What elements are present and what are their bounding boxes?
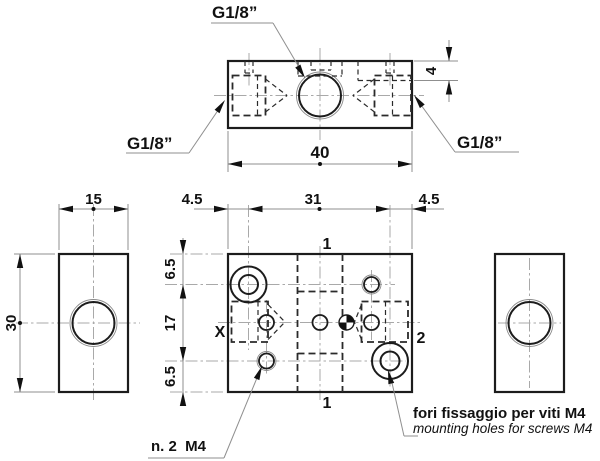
port-label-1-top: 1 xyxy=(323,236,332,253)
dimension-chain-top: 4.5 31 4.5 xyxy=(182,191,444,249)
port-top-g18 xyxy=(298,73,342,118)
note-fixing-english: mounting holes for screws M4 xyxy=(413,421,592,436)
leader-g18-right: G1/8” xyxy=(414,95,519,153)
dim-hole-spacing-label: 31 xyxy=(305,191,322,208)
leader-arrow xyxy=(388,370,395,385)
port-thread-circle xyxy=(69,299,118,347)
block-outline-top-view xyxy=(226,59,414,130)
arrowhead xyxy=(114,205,128,213)
port-label-left: G1/8” xyxy=(127,134,172,153)
port-thread-circle xyxy=(296,71,344,120)
arrowhead xyxy=(16,254,24,268)
dimension-15: 15 xyxy=(58,191,129,250)
threaded-hole-top-right xyxy=(361,274,382,295)
arrowhead xyxy=(179,392,187,406)
main-view: 4.5 31 4.5 6.5 17 6.5 X 2 1 1 n. 2 M4 xyxy=(148,191,592,459)
arrowhead xyxy=(376,205,390,213)
port-label-2: 2 xyxy=(417,330,426,347)
arrowhead xyxy=(228,160,242,168)
dim-right-offset-label: 4.5 xyxy=(419,191,440,208)
arrowhead xyxy=(214,205,228,213)
dim-row-bottom-label: 6.5 xyxy=(162,366,179,387)
side-view-left: 15 30 xyxy=(3,191,140,400)
mounting-hole-top-left xyxy=(229,265,268,304)
note-fixing-italian: fori fissaggio per viti M4 xyxy=(413,405,586,422)
dim-row-top-label: 6.5 xyxy=(162,259,179,280)
dim-side-height-label: 30 xyxy=(3,315,20,332)
leader-g18-left: G1/8” xyxy=(126,100,225,154)
port-label-1-bottom: 1 xyxy=(323,395,332,412)
leader-fixing-holes: fori fissaggio per viti M4 mounting hole… xyxy=(388,370,592,437)
dim-row-mid-label: 17 xyxy=(162,315,179,332)
threaded-hole-bottom-left xyxy=(256,351,277,371)
drilled-hole-left xyxy=(258,314,275,331)
datum-target-symbol xyxy=(338,314,355,331)
dim-left-offset-label: 4.5 xyxy=(182,191,203,208)
arrowhead xyxy=(248,205,263,213)
drilled-hole-right xyxy=(363,314,380,331)
dim-depth-label: 4 xyxy=(423,66,440,75)
block-outline-right-view xyxy=(493,252,566,394)
hidden-port-right xyxy=(352,74,412,117)
hidden-top-face-details xyxy=(244,61,411,82)
side-view-right xyxy=(493,252,566,394)
leader-arrow xyxy=(295,64,305,78)
dimension-30: 30 xyxy=(3,253,55,393)
hidden-port-left xyxy=(231,74,288,117)
hidden-port-x xyxy=(230,300,286,343)
dim-width-label: 40 xyxy=(311,143,330,162)
arrowhead xyxy=(398,160,412,168)
drilled-hole-center xyxy=(311,314,329,331)
arrowhead xyxy=(445,80,453,95)
leader-m4-holes: n. 2 M4 xyxy=(148,366,262,459)
arrowhead xyxy=(445,47,453,61)
dimension-chain-left: 6.5 17 6.5 xyxy=(162,238,225,406)
arrowhead xyxy=(179,284,187,299)
port-label-right: G1/8” xyxy=(457,133,502,152)
leader-g18-top: G1/8” xyxy=(211,3,305,78)
dimension-4: 4 xyxy=(414,40,458,102)
leader-arrow xyxy=(214,100,225,114)
arrowhead xyxy=(16,378,24,392)
arrowhead xyxy=(179,240,187,254)
top-view: 40 4 G1/8” G1/8” G1/8” xyxy=(126,3,519,172)
arrowhead xyxy=(412,205,426,213)
port-label-x: X xyxy=(215,324,226,341)
port-side-left xyxy=(71,301,116,345)
dimension-40: 40 xyxy=(227,131,413,172)
block-outline-left-view xyxy=(57,252,130,394)
arrowhead xyxy=(179,347,187,361)
leader-arrow xyxy=(414,95,425,109)
dim-side-width-label: 15 xyxy=(85,191,102,208)
port-label-top: G1/8” xyxy=(212,3,257,22)
arrowhead xyxy=(59,205,73,213)
note-screws-count: n. 2 M4 xyxy=(151,438,207,455)
port-side-right xyxy=(507,301,552,345)
hidden-port-2 xyxy=(353,300,409,343)
block-outline-main-view xyxy=(226,252,414,394)
port-thread-circle xyxy=(505,299,554,347)
leader-arrow xyxy=(253,366,262,381)
